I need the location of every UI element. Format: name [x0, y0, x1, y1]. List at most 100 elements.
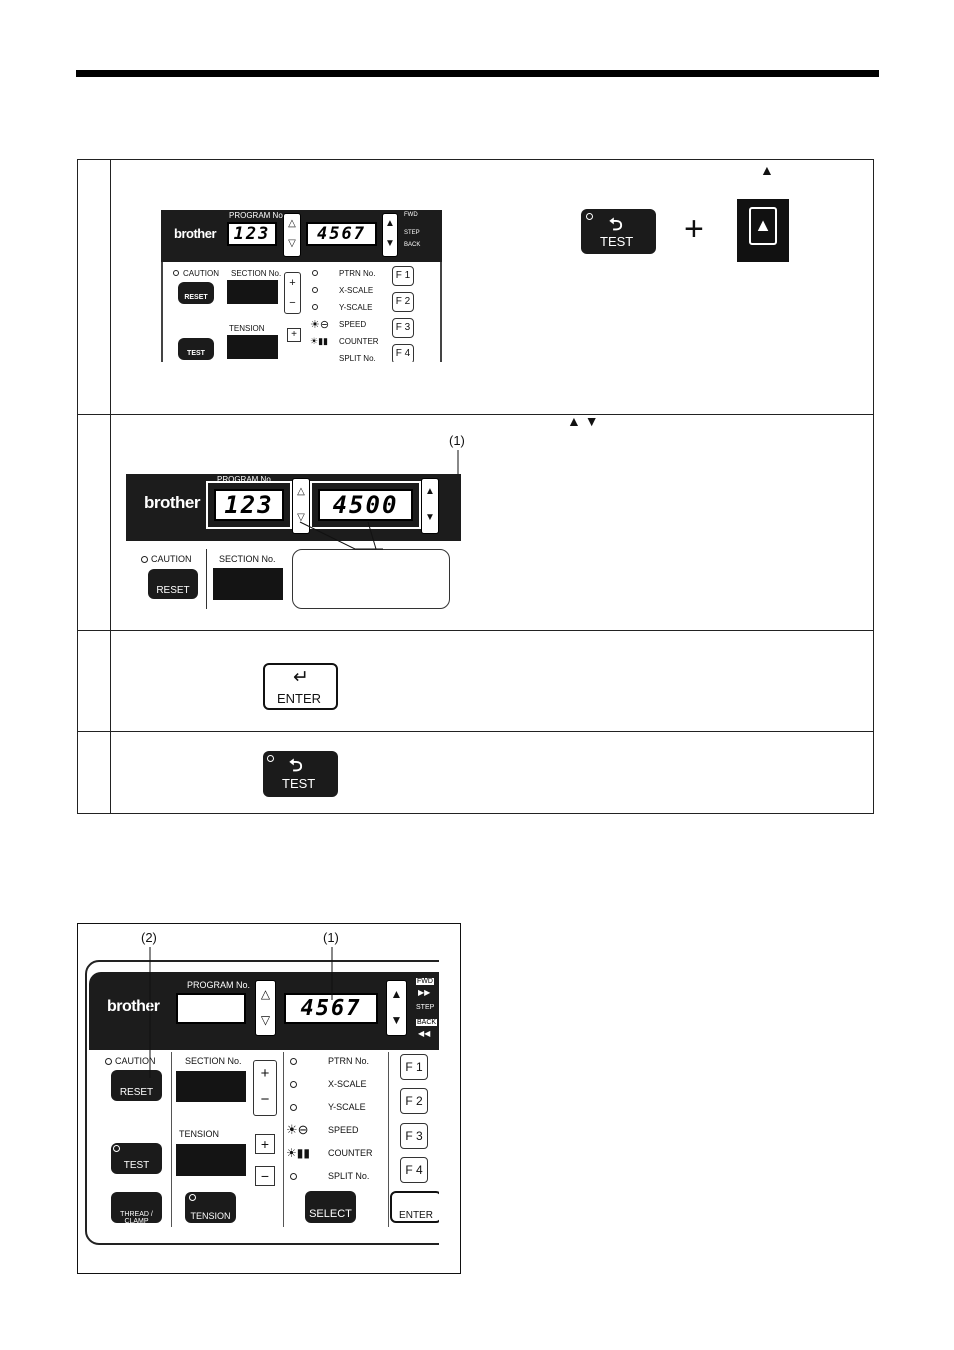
program-number-display — [176, 993, 246, 1024]
split-no-label: SPLIT No. — [339, 354, 376, 362]
program-up-down-buttons[interactable]: △▽ — [292, 478, 310, 534]
fwd-label: FWD — [404, 212, 418, 218]
program-up-down-buttons[interactable]: △▽ — [283, 213, 301, 257]
caution-label: CAUTION — [115, 1056, 156, 1066]
step-label: STEP — [404, 230, 420, 236]
select-button[interactable]: SELECT — [305, 1191, 356, 1223]
callout-1-row2: (1) — [449, 433, 465, 448]
reset-button[interactable]: RESET — [111, 1070, 162, 1101]
x-scale-led — [312, 287, 318, 293]
value-display: 4567 — [306, 222, 377, 246]
caution-led — [173, 270, 179, 276]
section-no-label: SECTION No. — [219, 554, 276, 564]
value-display: 4567 — [284, 993, 378, 1024]
table-row-divider — [78, 414, 873, 415]
f3-key[interactable]: F 3 — [392, 318, 414, 338]
test-key[interactable]: ⮌ TEST — [263, 751, 338, 797]
back-arrows-icon: ◀◀ — [418, 1029, 431, 1038]
brother-logo: brother — [144, 493, 201, 512]
tension-plus[interactable]: + — [255, 1134, 275, 1154]
section-plus-minus[interactable]: +− — [253, 1060, 277, 1116]
section-display — [176, 1071, 246, 1102]
value-up-down-buttons[interactable]: ▲▼ — [386, 980, 407, 1036]
thread-clamp-button[interactable]: THREAD / CLAMP — [111, 1192, 162, 1225]
callout-2: (2) — [141, 930, 157, 945]
section-no-label: SECTION No. — [231, 269, 282, 278]
tension-label: TENSION — [179, 1129, 220, 1139]
counter-label: COUNTER — [339, 337, 379, 346]
divider — [171, 1052, 172, 1227]
fwd-label: FWD — [416, 978, 434, 985]
table-column-divider — [110, 160, 111, 813]
up-down-arrows-note: ▲ ▼ — [567, 413, 599, 429]
f2-key[interactable]: F 2 — [400, 1088, 428, 1114]
speed-label: SPEED — [339, 320, 367, 329]
panel-snippet-2: brother PROGRAM No. 123 △▽ 4500 ▲▼ CAUTI… — [121, 471, 461, 609]
ptrn-no-label: PTRN No. — [339, 269, 376, 278]
back-label: BACK — [416, 1019, 438, 1026]
reset-button[interactable]: RESET — [148, 569, 198, 599]
test-led — [113, 1145, 120, 1152]
f4-key[interactable]: F 4 — [392, 344, 414, 362]
program-number-display-blinking: 123 — [214, 489, 284, 521]
program-no-label: PROGRAM No. — [187, 980, 251, 990]
y-scale-led — [312, 304, 318, 310]
callout-1: (1) — [323, 930, 339, 945]
up-arrow-note: ▲ — [760, 162, 774, 178]
up-key-large[interactable]: ▲ — [737, 199, 789, 262]
test-button-lit[interactable]: TEST — [178, 338, 214, 360]
step-label: STEP — [416, 1004, 435, 1011]
enter-key-label: ENTER — [277, 691, 322, 706]
y-scale-led — [290, 1104, 297, 1111]
f1-key[interactable]: F 1 — [392, 266, 414, 286]
f3-key[interactable]: F 3 — [400, 1123, 428, 1149]
section-no-label: SECTION No. — [185, 1056, 242, 1066]
enter-key[interactable]: ↵ ENTER — [263, 663, 338, 710]
ptrn-no-label: PTRN No. — [328, 1056, 370, 1066]
panel-body — [161, 262, 442, 362]
y-scale-label: Y-SCALE — [339, 303, 373, 312]
divider — [388, 1052, 389, 1227]
tension-minus[interactable]: − — [255, 1166, 275, 1186]
program-no-label: PROGRAM No. — [229, 211, 286, 220]
step-table — [77, 159, 874, 814]
fwd-arrows-icon: ▶▶ — [418, 988, 431, 997]
value-up-down-buttons[interactable]: ▲▼ — [382, 213, 398, 257]
tension-plus[interactable]: + — [287, 328, 301, 342]
speed-label: SPEED — [328, 1125, 359, 1135]
value-up-down-buttons[interactable]: ▲▼ — [421, 478, 439, 534]
table-row-divider — [78, 731, 873, 732]
brother-logo: brother — [174, 226, 217, 241]
y-scale-label: Y-SCALE — [328, 1102, 366, 1112]
back-label: BACK — [404, 242, 421, 248]
test-key-large[interactable]: ⮌ TEST — [581, 209, 656, 254]
plus-sign: + — [684, 210, 704, 248]
enter-button[interactable]: ENTER — [390, 1191, 439, 1223]
program-no-label: PROGRAM No. — [217, 475, 274, 484]
reset-button[interactable]: RESET — [178, 282, 214, 304]
section-plus-minus[interactable]: +− — [284, 272, 301, 314]
counter-label: COUNTER — [328, 1148, 373, 1158]
caution-label: CAUTION — [183, 269, 219, 278]
test-led — [267, 755, 274, 762]
divider — [206, 549, 207, 609]
section-display — [227, 280, 278, 304]
caution-label: CAUTION — [151, 554, 192, 564]
test-key-label: TEST — [600, 234, 634, 249]
caution-led — [105, 1058, 112, 1065]
split-led — [290, 1173, 297, 1180]
f4-key[interactable]: F 4 — [400, 1157, 428, 1183]
speech-bubble — [292, 549, 450, 609]
x-scale-label: X-SCALE — [339, 286, 374, 295]
caution-led — [141, 556, 148, 563]
f1-key[interactable]: F 1 — [400, 1054, 428, 1080]
section-display — [213, 568, 283, 600]
f2-key[interactable]: F 2 — [392, 292, 414, 312]
program-up-down-buttons[interactable]: △▽ — [255, 980, 276, 1036]
control-panel: brother PROGRAM No. △▽ 4567 ▲▼ FWD ▶▶ ST… — [85, 960, 439, 1245]
counter-icon: ☀▮▮ — [310, 336, 328, 346]
ptrn-led — [312, 270, 318, 276]
counter-icon: ☀▮▮ — [286, 1146, 310, 1160]
